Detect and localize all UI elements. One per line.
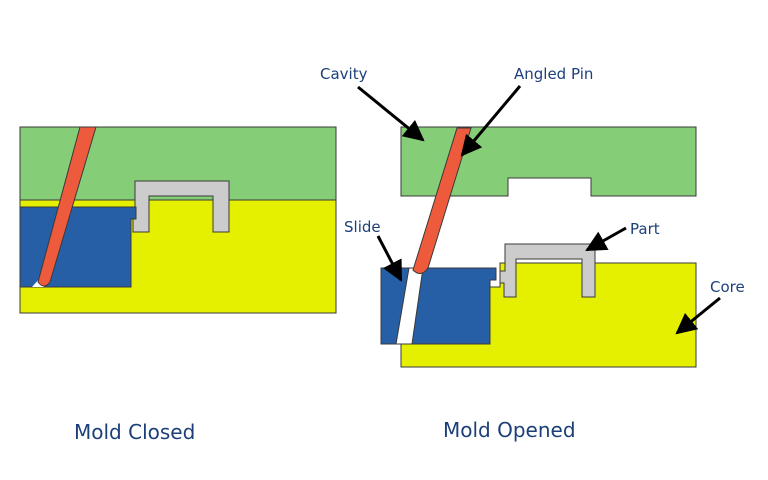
cavity-label: Cavity (320, 65, 368, 83)
core-label: Core (710, 278, 745, 296)
mold-closed-figure (19, 126, 337, 314)
part-arrow (585, 226, 627, 252)
callout-arrows (357, 85, 721, 335)
angled-pin-label: Angled Pin (514, 65, 593, 83)
slide-label: Slide (344, 218, 381, 236)
opened-part (499, 243, 596, 298)
core-arrow (675, 296, 721, 335)
opened-angled-pin (412, 127, 472, 274)
angled-pin-arrow (460, 85, 522, 157)
mold-opened-figure (380, 126, 697, 368)
slide-arrow (376, 235, 403, 282)
mold-opened-caption: Mold Opened (443, 418, 576, 442)
closed-angled-pin (37, 126, 97, 287)
closed-slide (19, 206, 137, 288)
mold-closed-caption: Mold Closed (74, 420, 195, 444)
cavity-arrow (357, 85, 425, 142)
part-label: Part (630, 220, 660, 238)
